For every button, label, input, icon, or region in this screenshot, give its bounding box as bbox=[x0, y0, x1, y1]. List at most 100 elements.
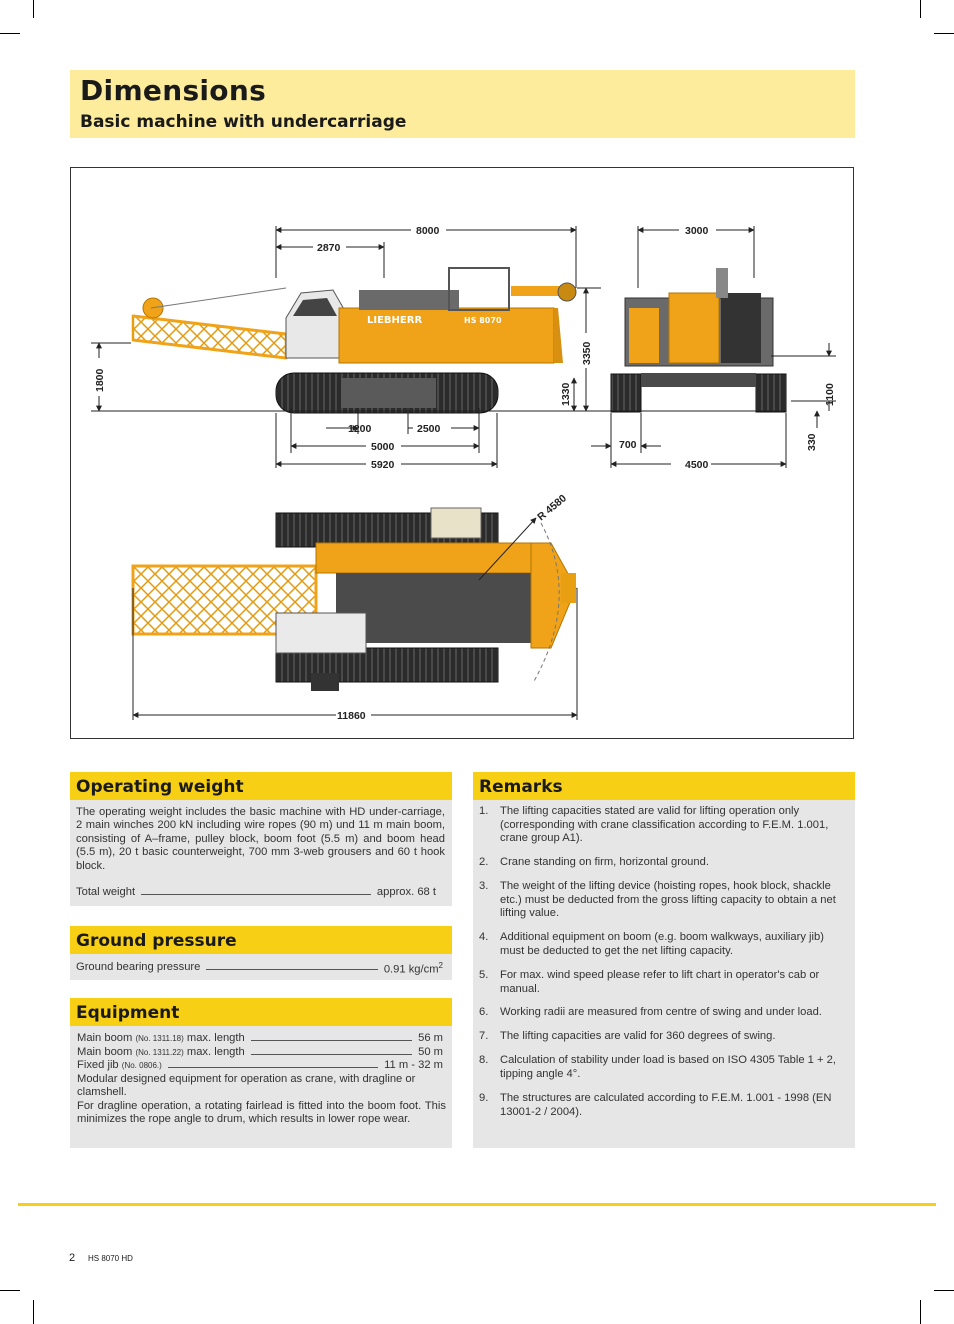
dimension-drawing: LIEBHERR HS 8070 bbox=[70, 167, 854, 739]
ground-pressure-unit-sup: 2 bbox=[438, 961, 443, 970]
remark-number: 5. bbox=[479, 968, 489, 981]
remark-item: 7. The lifting capacities are valid for 3… bbox=[479, 1030, 844, 1044]
remark-item: 2. Crane standing on firm, horizontal gro… bbox=[479, 856, 844, 870]
crop-mark bbox=[0, 33, 20, 34]
ground-pressure-number: 0.91 kg/cm bbox=[383, 963, 439, 976]
equipment-row-label: Main boom (No. 1311.22) max. length bbox=[77, 1046, 245, 1059]
page-number: 2 bbox=[69, 1252, 76, 1264]
equipment-text-2: For dragline operation, a rotating fairl… bbox=[77, 1100, 446, 1126]
dim-700: 700 bbox=[619, 439, 637, 451]
crop-mark bbox=[0, 1290, 20, 1291]
remark-number: 1. bbox=[479, 805, 489, 817]
equipment-row: Main boom (No. 1311.22) max. length 50 m bbox=[77, 1046, 443, 1059]
page-subtitle: Basic machine with undercarriage bbox=[80, 112, 407, 132]
dim-330: 330 bbox=[806, 433, 818, 451]
page-title: Dimensions bbox=[80, 74, 267, 107]
crop-mark bbox=[920, 1300, 921, 1324]
remark-number: 2. bbox=[479, 856, 489, 869]
ground-pressure-title: Ground pressure bbox=[70, 926, 452, 954]
model-text: HS 8070 bbox=[464, 316, 502, 325]
page-header: Dimensions Basic machine with undercarri… bbox=[70, 70, 855, 138]
remark-text: The lifting capacities stated are valid … bbox=[500, 805, 829, 845]
footer-model: HS 8070 HD bbox=[88, 1254, 133, 1263]
dim-1330: 1330 bbox=[560, 382, 572, 406]
equipment-value: 11 m - 32 m bbox=[384, 1059, 443, 1071]
dim-3350: 3350 bbox=[581, 341, 593, 365]
dim-8000: 8000 bbox=[416, 225, 440, 237]
crop-mark bbox=[33, 0, 34, 18]
operating-weight-text: The operating weight includes the basic … bbox=[76, 806, 445, 872]
total-weight-label: Total weight bbox=[76, 886, 136, 898]
remark-number: 8. bbox=[479, 1054, 489, 1067]
dim-1200: 1200 bbox=[348, 423, 372, 435]
remark-text: The weight of the lifting device (hoisti… bbox=[500, 880, 836, 920]
equipment-row-label: Main boom (No. 1311.18) max. length bbox=[77, 1032, 245, 1045]
equipment-row-label: Fixed jib (No. 0806.) bbox=[77, 1059, 162, 1072]
crop-mark bbox=[934, 1290, 954, 1291]
remark-item: 1. The lifting capacities stated are vali… bbox=[479, 805, 844, 846]
brand-text: LIEBHERR bbox=[367, 315, 422, 326]
remark-text: The lifting capacities are valid for 360… bbox=[500, 1030, 776, 1043]
equipment-suffix: max. length bbox=[186, 1032, 245, 1044]
remarks-panel bbox=[473, 772, 855, 1148]
leader-line bbox=[250, 1053, 413, 1055]
remark-number: 7. bbox=[479, 1030, 489, 1043]
remark-item: 8. Calculation of stability under load is… bbox=[479, 1054, 844, 1081]
ground-pressure-label: Ground bearing pressure bbox=[76, 961, 201, 974]
equipment-name: Fixed jib bbox=[77, 1059, 119, 1071]
equipment-name: Main boom bbox=[77, 1032, 133, 1044]
equipment-row: Fixed jib (No. 0806.) 11 m - 32 m bbox=[77, 1059, 443, 1072]
ground-pressure-value: 0.91 kg/cm2 bbox=[384, 959, 443, 977]
side-view: LIEBHERR HS 8070 bbox=[131, 267, 577, 414]
remark-item: 3. The weight of the lifting device (hois… bbox=[479, 880, 844, 921]
footer-rule bbox=[18, 1203, 936, 1206]
equipment-text-1: Modular designed equipment for operation… bbox=[77, 1073, 416, 1099]
remark-item: 6. Working radii are measured from centre… bbox=[479, 1006, 844, 1020]
leader-line bbox=[167, 1066, 379, 1068]
remark-text: Calculation of stability under load is b… bbox=[500, 1054, 836, 1081]
dim-1800: 1800 bbox=[94, 368, 106, 392]
crop-mark bbox=[33, 1300, 34, 1324]
dim-radius: R 4580 bbox=[535, 492, 569, 523]
remarks-list: 1. The lifting capacities stated are vali… bbox=[479, 805, 844, 1130]
remark-item: 5. For max. wind speed please refer to li… bbox=[479, 969, 844, 996]
dim-5920: 5920 bbox=[371, 459, 395, 471]
equipment-suffix: max. length bbox=[186, 1046, 245, 1058]
remark-item: 4. Additional equipment on boom (e.g. boo… bbox=[479, 931, 844, 958]
dim-2870: 2870 bbox=[317, 242, 341, 254]
ground-pressure-row: Ground bearing pressure 0.91 kg/cm2 bbox=[76, 959, 443, 977]
leader-line bbox=[206, 968, 378, 970]
dim-1100: 1100 bbox=[824, 383, 836, 406]
remark-text: Working radii are measured from centre o… bbox=[500, 1006, 822, 1019]
total-weight-row: Total weight approx. 68 t bbox=[76, 886, 436, 899]
remark-number: 9. bbox=[479, 1092, 489, 1105]
dim-5000: 5000 bbox=[371, 441, 395, 453]
equipment-title: Equipment bbox=[70, 998, 452, 1026]
equipment-value: 56 m bbox=[418, 1032, 443, 1044]
total-weight-value: approx. 68 t bbox=[376, 886, 436, 898]
dim-4500: 4500 bbox=[685, 459, 709, 471]
remark-number: 3. bbox=[479, 880, 489, 893]
dim-2500: 2500 bbox=[417, 423, 441, 435]
operating-weight-title: Operating weight bbox=[70, 772, 452, 800]
dim-11860: 11860 bbox=[337, 710, 366, 722]
remark-item: 9. The structures are calculated accordin… bbox=[479, 1092, 844, 1119]
dim-3000: 3000 bbox=[685, 225, 709, 237]
crane-drawing-svg: LIEBHERR HS 8070 bbox=[91, 225, 836, 722]
equipment-note: (No. 1311.18) bbox=[135, 1034, 184, 1043]
equipment-value: 50 m bbox=[418, 1046, 443, 1058]
remark-text: Crane standing on firm, horizontal groun… bbox=[500, 856, 709, 869]
remark-text: For max. wind speed please refer to lift… bbox=[500, 968, 820, 995]
remark-text: Additional equipment on boom (e.g. boom … bbox=[500, 931, 824, 957]
remark-number: 6. bbox=[479, 1006, 489, 1019]
equipment-note: (No. 1311.22) bbox=[135, 1048, 184, 1057]
equipment-row: Main boom (No. 1311.18) max. length 56 m bbox=[77, 1032, 443, 1045]
crop-mark bbox=[934, 33, 954, 34]
equipment-note: (No. 0806.) bbox=[121, 1061, 162, 1070]
remark-number: 4. bbox=[479, 931, 489, 944]
remarks-title: Remarks bbox=[473, 772, 855, 800]
front-view bbox=[610, 268, 787, 413]
leader-line bbox=[141, 893, 371, 895]
top-view bbox=[131, 507, 577, 691]
remark-text: The structures are calculated according … bbox=[500, 1092, 832, 1118]
